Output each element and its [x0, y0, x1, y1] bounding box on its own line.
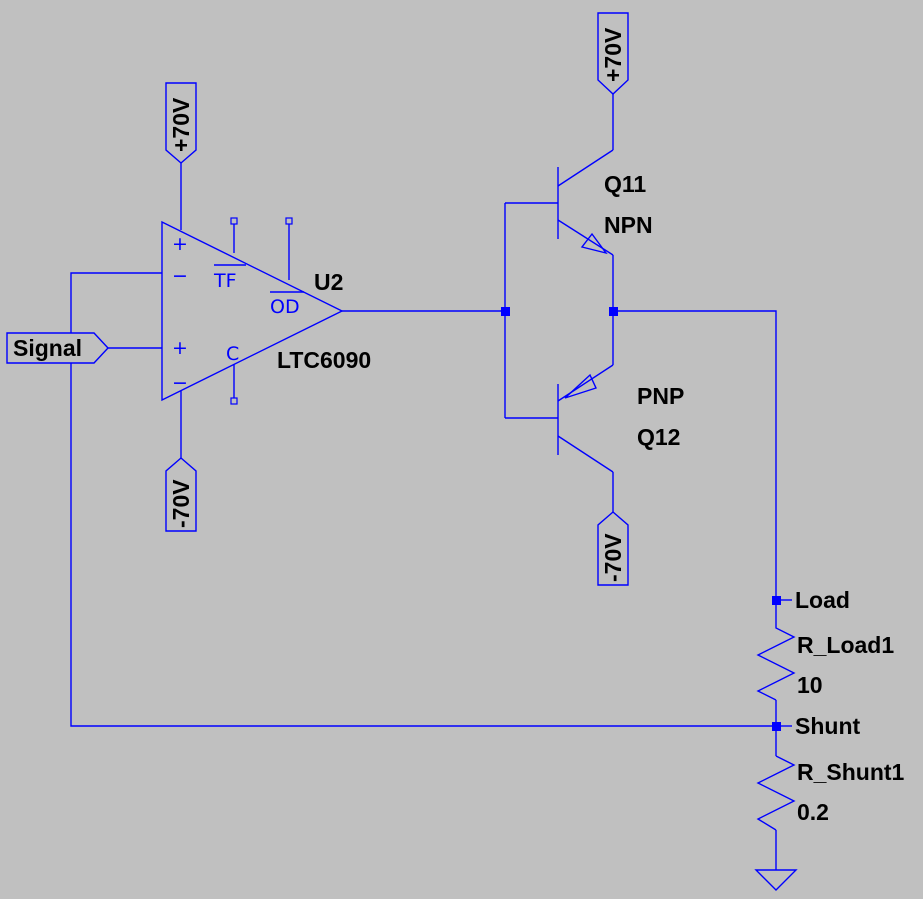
q11-collector-lead — [557, 149, 614, 187]
opamp-c-label: C — [226, 343, 239, 365]
transistor-q11[interactable]: Q11 NPN — [557, 149, 653, 256]
opamp-pin-minus-bottom: − — [172, 372, 188, 394]
opamp-model-label: LTC6090 — [277, 347, 371, 373]
opamp-tf-label: TF — [213, 270, 237, 292]
junction-emitter — [609, 307, 618, 316]
power-flag-q11-pos[interactable]: +70V — [597, 12, 629, 95]
net-label-load[interactable]: Load — [795, 587, 850, 613]
q12-type-label: PNP — [637, 383, 684, 409]
opamp-od-pin[interactable] — [285, 217, 293, 225]
q12-emitter-arrow — [564, 373, 597, 399]
ground-icon — [754, 869, 798, 891]
opamp-tf-pin[interactable] — [230, 217, 238, 225]
q11-emitter-arrow — [580, 232, 608, 255]
q12-emitter-lead — [557, 364, 614, 402]
wire-feedback[interactable] — [70, 272, 776, 727]
junctions — [501, 307, 781, 731]
opamp-od-label: OD — [270, 296, 300, 318]
opamp-u2[interactable]: + − + − TF OD C U2 LTC6090 — [161, 217, 371, 405]
power-flag-opamp-neg[interactable]: -70V — [165, 457, 197, 532]
resistor-r-shunt1[interactable]: R_Shunt1 0.2 — [756, 755, 905, 831]
signal-flag[interactable]: Signal — [6, 332, 109, 364]
junction-base — [501, 307, 510, 316]
q12-collector-lead — [557, 435, 614, 473]
power-flag-outline — [597, 511, 629, 586]
opamp-pin-minus-top: − — [172, 265, 188, 287]
r-shunt1-value-label: 0.2 — [797, 799, 829, 825]
ground-symbol[interactable] — [754, 869, 798, 891]
power-flag-opamp-pos[interactable]: +70V — [165, 82, 197, 164]
opamp-pin-plus-bottom: + — [172, 337, 188, 359]
r-shunt1-zigzag — [756, 755, 796, 831]
power-flag-label: +70V — [600, 27, 626, 82]
opamp-ref-label: U2 — [314, 269, 343, 295]
opamp-pin-plus-top: + — [172, 233, 188, 255]
power-flag-label: -70V — [168, 479, 194, 528]
power-flag-outline — [165, 82, 197, 164]
q12-ref-label: Q12 — [637, 424, 680, 450]
power-flag-q12-neg[interactable]: -70V — [597, 511, 629, 586]
power-flag-outline — [165, 457, 197, 532]
power-flag-label: -70V — [600, 533, 626, 582]
opamp-triangle — [161, 220, 344, 402]
resistor-r-load1[interactable]: R_Load1 10 — [756, 600, 894, 701]
net-label-shunt[interactable]: Shunt — [795, 713, 860, 739]
r-load1-value-label: 10 — [797, 672, 823, 698]
power-flag-outline — [597, 12, 629, 95]
signal-flag-label: Signal — [13, 335, 82, 361]
q11-ref-label: Q11 — [604, 171, 646, 197]
wire-output-load[interactable] — [613, 310, 777, 600]
transistor-q12[interactable]: PNP Q12 — [557, 364, 684, 473]
r-shunt1-ref-label: R_Shunt1 — [797, 759, 905, 785]
r-load1-zigzag — [756, 600, 796, 701]
q11-type-label: NPN — [604, 212, 653, 238]
opamp-c-pin[interactable] — [230, 397, 238, 405]
power-flag-label: +70V — [168, 97, 194, 152]
signal-flag-outline — [6, 332, 109, 364]
r-load1-ref-label: R_Load1 — [797, 632, 894, 658]
